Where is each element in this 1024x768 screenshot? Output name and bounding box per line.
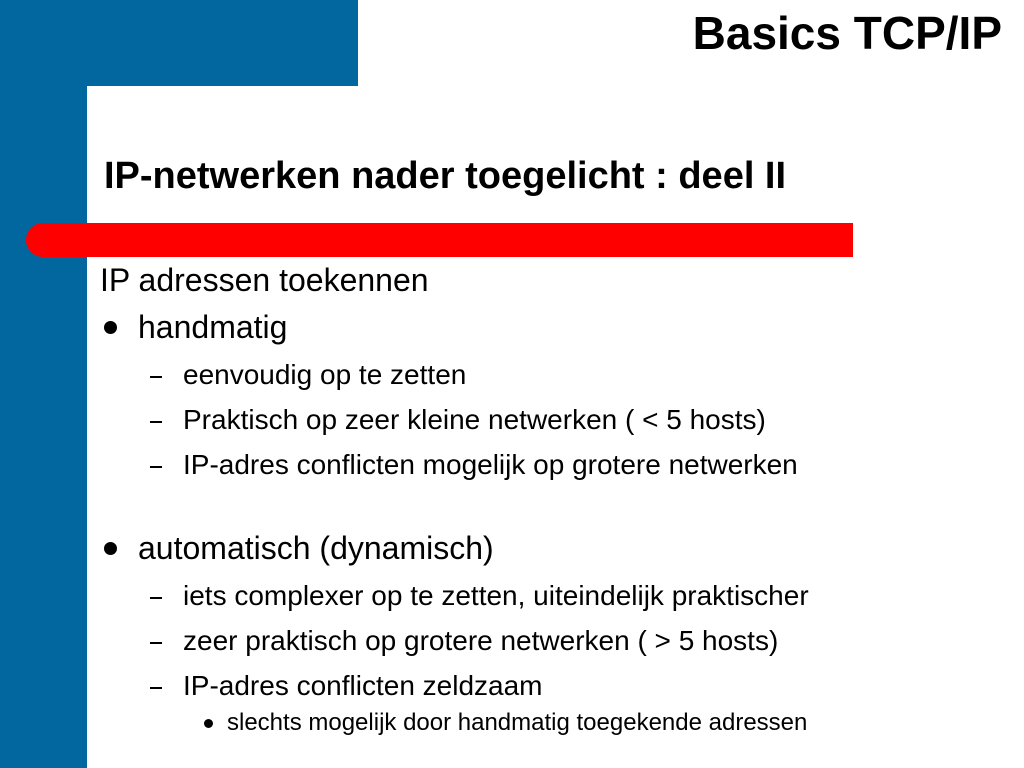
sub-item: IP-adres conflicten mogelijk op grotere … xyxy=(100,442,1010,487)
slide-subtitle: IP-netwerken nader toegelicht : deel II xyxy=(104,155,787,197)
slide-title: Basics TCP/IP xyxy=(692,7,1002,59)
dash-icon xyxy=(150,466,162,468)
sub-sub-item-text: slechts mogelijk door handmatig toegeken… xyxy=(227,709,808,736)
sub-item: iets complexer op te zetten, uiteindelij… xyxy=(100,573,1010,618)
dash-icon xyxy=(150,376,162,378)
bullet-dot-icon xyxy=(104,542,117,555)
small-bullet-dot-icon xyxy=(204,719,213,728)
sub-item-text: zeer praktisch op grotere netwerken ( > … xyxy=(183,625,779,656)
sub-item-text: eenvoudig op te zetten xyxy=(183,359,467,390)
sub-item-text: iets complexer op te zetten, uiteindelij… xyxy=(183,580,809,611)
sub-item-text: Praktisch op zeer kleine netwerken ( < 5… xyxy=(183,404,766,435)
bullet-item-automatic: automatisch (dynamisch) xyxy=(100,523,1010,573)
sub-item: Praktisch op zeer kleine netwerken ( < 5… xyxy=(100,397,1010,442)
dash-icon xyxy=(150,687,162,689)
dash-icon xyxy=(150,421,162,423)
sub-item: zeer praktisch op grotere netwerken ( > … xyxy=(100,618,1010,663)
sub-item-text: IP-adres conflicten mogelijk op grotere … xyxy=(183,449,798,480)
dash-icon xyxy=(150,642,162,644)
bullet-text: handmatig xyxy=(138,309,288,345)
top-blue-block xyxy=(0,0,358,86)
red-accent-bar xyxy=(26,223,853,257)
content-heading: IP adressen toekennen xyxy=(100,262,429,298)
bullet-text: automatisch (dynamisch) xyxy=(138,530,494,566)
rounded-corner-decoration xyxy=(87,86,147,146)
dash-icon xyxy=(150,597,162,599)
bullet-item-manual: handmatig xyxy=(100,302,1010,352)
sub-item: eenvoudig op te zetten xyxy=(100,352,1010,397)
sub-item: IP-adres conflicten zeldzaam xyxy=(100,663,1010,708)
sub-item-text: IP-adres conflicten zeldzaam xyxy=(183,670,543,701)
spacer xyxy=(100,487,1010,523)
left-blue-band xyxy=(0,0,87,768)
sub-sub-item: slechts mogelijk door handmatig toegeken… xyxy=(100,708,1010,738)
bullet-dot-icon xyxy=(104,321,117,334)
slide-content: IP adressen toekennen handmatig eenvoudi… xyxy=(100,258,1010,738)
